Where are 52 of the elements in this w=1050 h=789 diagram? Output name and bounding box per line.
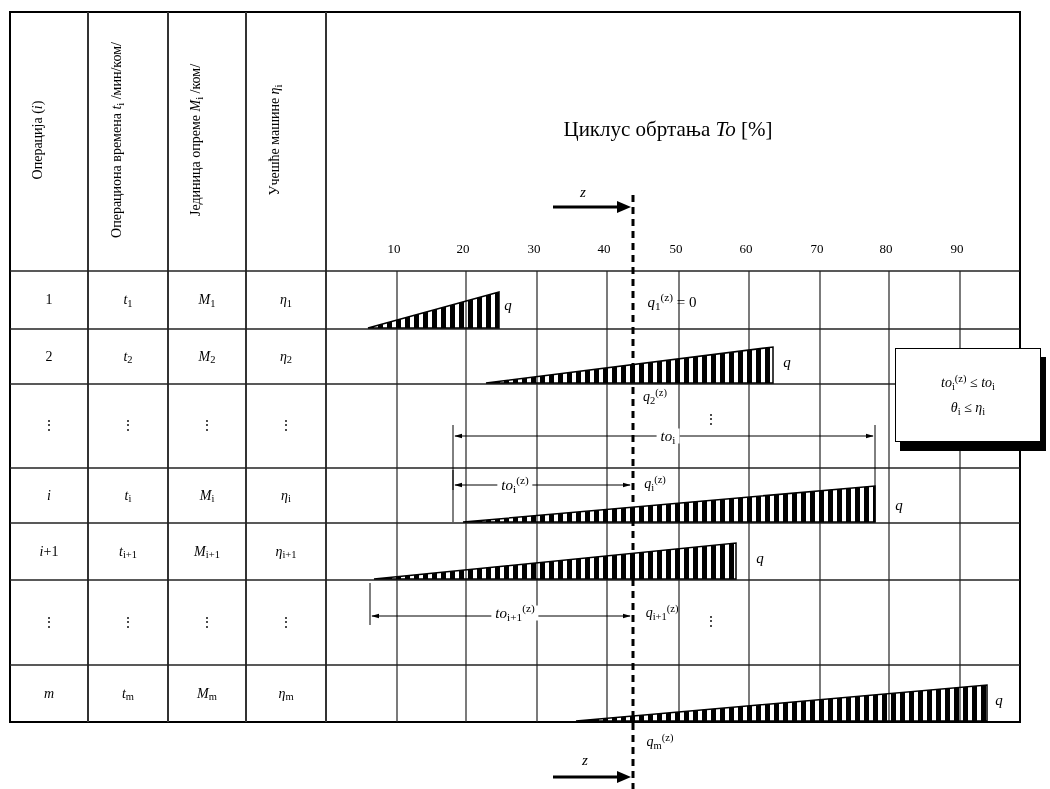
constraint-text: to$_{i}$$^{(z)}$ ≤ to$_{i}$ xyxy=(941,372,995,393)
axis-tick-label: 60 xyxy=(739,241,753,255)
chart-title: Циклус обртања To [%] xyxy=(563,116,773,144)
load-label: q xyxy=(504,297,512,313)
ellipsis: ⋮ xyxy=(704,615,718,629)
operation-time: ⋮ xyxy=(121,419,135,433)
operation-number: ⋮ xyxy=(42,419,56,433)
ellipsis: ⋮ xyxy=(704,413,718,427)
constraint-text: θ$_{i}$ ≤ η$_{i}$ xyxy=(950,399,986,418)
operation-number: 2 xyxy=(45,349,53,364)
axis-tick-label: 10 xyxy=(387,241,401,255)
operation-number: ⋮ xyxy=(42,615,56,630)
axis-tick-label: 40 xyxy=(597,241,611,255)
operation-number: m xyxy=(43,686,55,701)
dimension-label: to$_{i}$ xyxy=(656,428,680,444)
equipment-unit: ⋮ xyxy=(200,615,214,630)
direction-label: z xyxy=(580,184,586,200)
operation-time: t$_{i}$ xyxy=(124,488,132,503)
operation-time: t$_{i+1}$ xyxy=(119,544,137,559)
operation-time: t$_{1}$ xyxy=(123,293,133,307)
operation-number: i+1 xyxy=(39,544,59,559)
machine-share: η$_{i}$ xyxy=(281,488,291,503)
operation-number: 1 xyxy=(45,293,53,307)
load-label: q xyxy=(783,354,791,370)
equipment-unit: M$_{m}$ xyxy=(197,686,217,701)
machine-share: ⋮ xyxy=(279,419,293,433)
operation-time: t$_{m}$ xyxy=(121,686,135,701)
equipment-unit: ⋮ xyxy=(200,419,214,433)
operation-time: t$_{2}$ xyxy=(123,349,133,364)
equipment-unit: M$_{i}$ xyxy=(199,488,215,503)
machine-share: ⋮ xyxy=(279,615,293,630)
axis-tick-label: 80 xyxy=(879,241,893,255)
operation-number: i xyxy=(47,488,51,503)
machine-share: η$_{i+1}$ xyxy=(275,544,297,559)
equipment-unit: M$_{2}$ xyxy=(198,349,216,364)
operation-time: ⋮ xyxy=(121,615,135,630)
direction-label: z xyxy=(582,752,588,768)
machine-share: η$_{1}$ xyxy=(279,293,293,307)
machine-share: η$_{m}$ xyxy=(278,686,294,701)
axis-tick-label: 30 xyxy=(527,241,541,255)
load-label: q xyxy=(995,692,1003,708)
equipment-unit: M$_{1}$ xyxy=(198,293,216,307)
axis-tick-label: 70 xyxy=(810,241,824,255)
load-label: q xyxy=(895,497,903,513)
load-value-label: q$_{1}$$^{(z)}$ = 0 xyxy=(647,294,697,310)
machine-share: η$_{2}$ xyxy=(279,349,293,364)
column-header: Операција (i) xyxy=(29,99,46,182)
axis-tick-label: 90 xyxy=(950,241,964,255)
axis-tick-label: 50 xyxy=(669,241,683,255)
equipment-unit: M$_{i+1}$ xyxy=(194,544,220,559)
axis-tick-label: 20 xyxy=(456,241,470,255)
load-label: q xyxy=(756,550,764,566)
